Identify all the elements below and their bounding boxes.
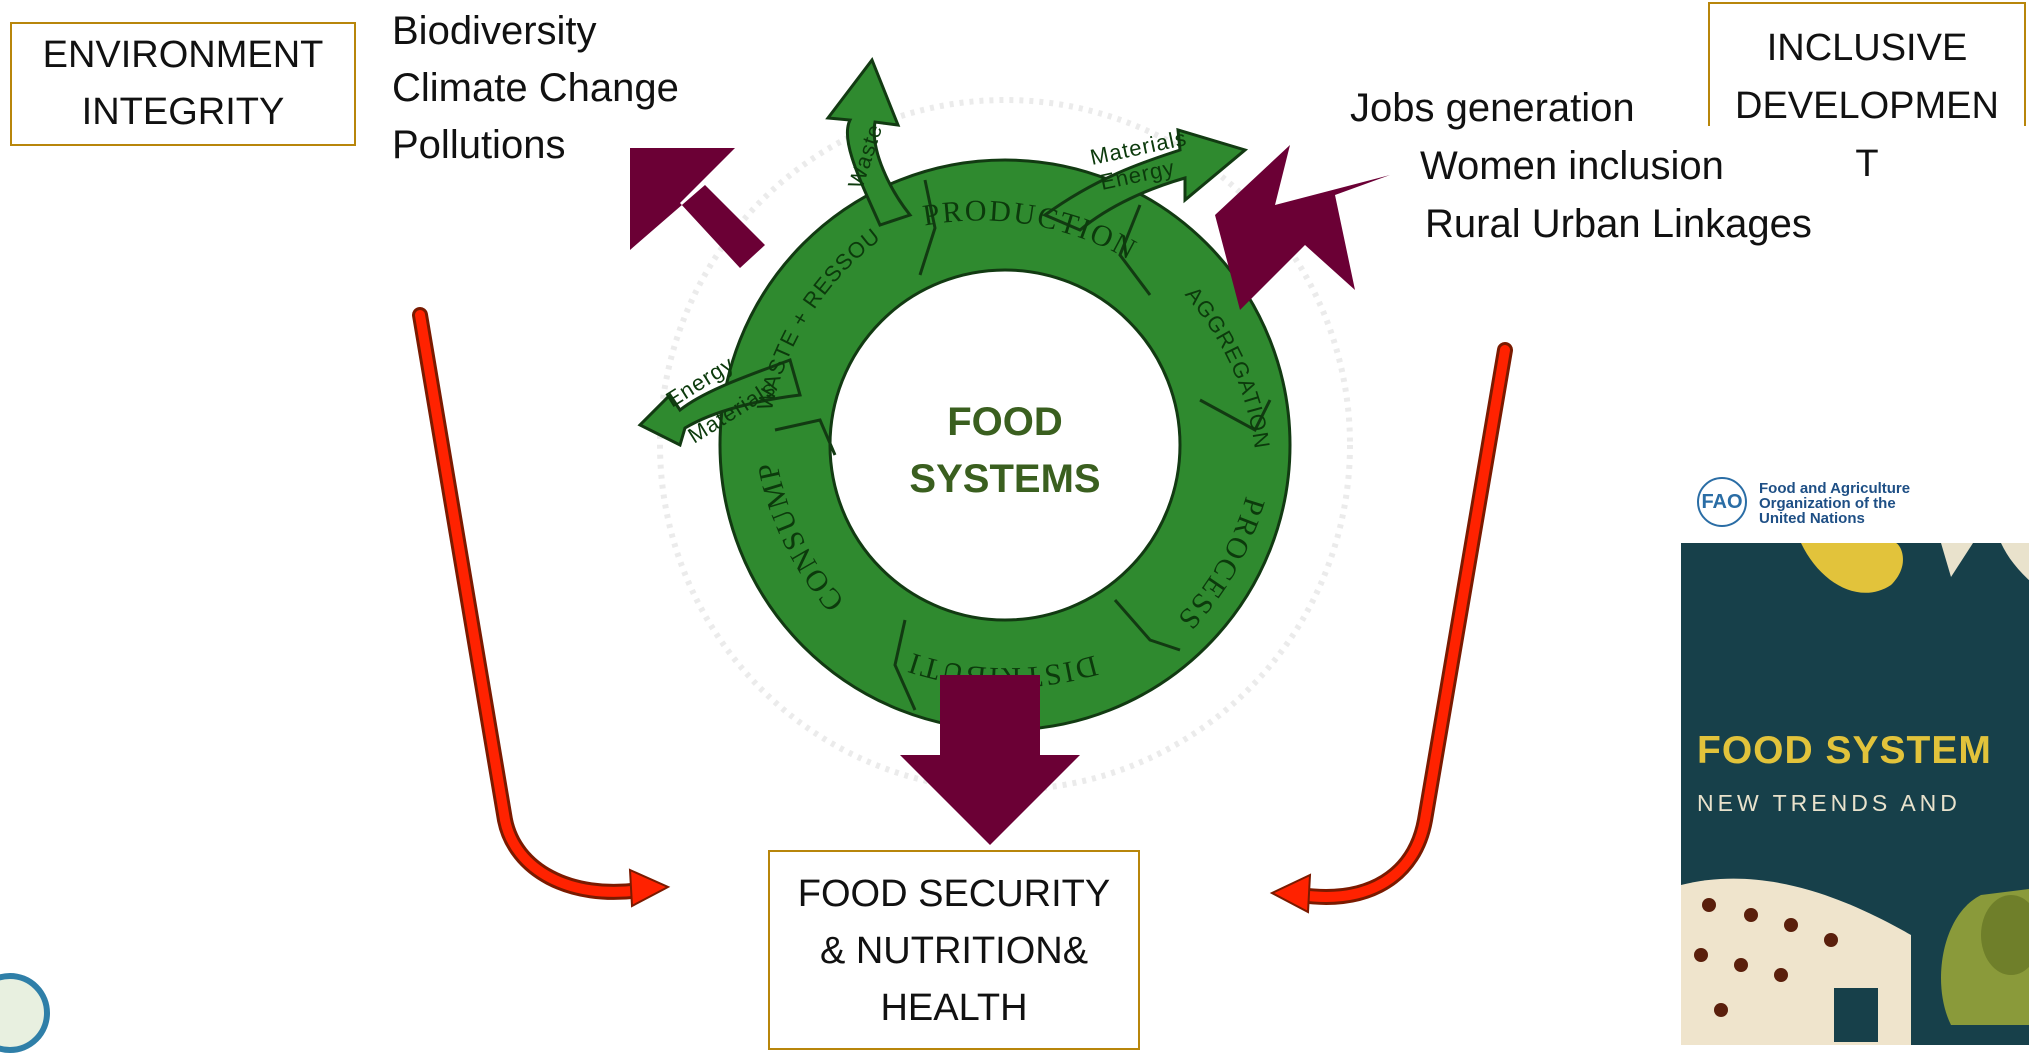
red-arrow-right-outline [1292,342,1513,905]
fao-organization-name: Food and Agriculture Organization of the… [1759,480,1911,527]
waste-flow-arrow [825,56,913,227]
center-title-line-1: FOOD [947,400,1063,444]
environment-issue-biodiversity: Biodiversity [392,9,597,53]
center-title-line-2: SYSTEMS [909,457,1100,501]
red-arrow-left [415,310,645,897]
red-arrow-left-outline [412,307,648,900]
environment-issue-climate-change: Climate Change [392,66,679,110]
development-issue-jobs: Jobs generation [1350,86,1635,130]
development-issue-women: Women inclusion [1420,144,1724,188]
arrow-to-food-security [900,675,1080,845]
red-arrow-right-head [1269,873,1312,914]
cover-title: FOOD SYSTEM [1697,729,1992,772]
development-issue-rural-urban: Rural Urban Linkages [1425,202,1812,246]
stage-separators [774,179,1272,711]
fao-emblem-icon: FAO [1697,477,1747,527]
food-security-box: FOOD SECURITY & NUTRITION& HEALTH [768,850,1140,1050]
cycle-ring-outline-inner [828,268,1182,622]
energy-materials-flow-arrow [637,358,802,448]
red-arrow-left-head [628,868,671,908]
cover-subtitle: NEW TRENDS AND [1697,790,1961,816]
arrow-to-inclusive-development [1215,145,1390,310]
fao-book-cover: FAO Food and Agriculture Organization of… [1681,465,2029,1045]
inclusive-development-box: INCLUSIVE DEVELOPMEN T [1708,2,2026,185]
red-arrow-right [1295,345,1510,902]
food-system-cycle-ring [720,160,1290,730]
environment-issue-pollutions: Pollutions [392,123,566,167]
materials-energy-flow-arrow [1041,127,1249,232]
environment-integrity-box: ENVIRONMENT INTEGRITY [10,22,356,146]
arrow-to-environment [630,148,765,268]
